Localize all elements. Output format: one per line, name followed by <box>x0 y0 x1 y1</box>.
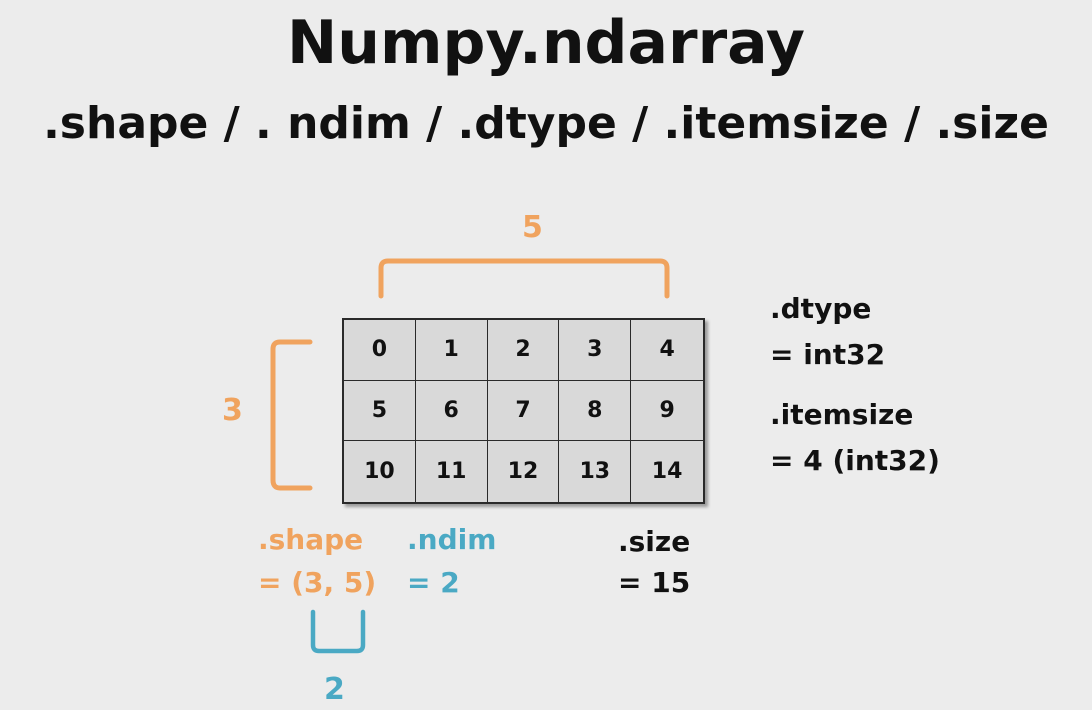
rows-count-label: 3 <box>222 393 243 428</box>
array-cell: 7 <box>487 380 560 442</box>
dtype-value: = int32 <box>770 338 886 371</box>
array-cell: 3 <box>559 320 632 381</box>
array-cell: 4 <box>631 320 703 381</box>
array-cell: 0 <box>344 320 416 381</box>
array-cell: 9 <box>631 381 703 442</box>
dtype-name: .dtype <box>770 292 872 325</box>
shape-name: .shape <box>258 523 364 556</box>
itemsize-name: .itemsize <box>770 398 914 431</box>
shape-value: = (3, 5) <box>258 566 377 599</box>
size-name: .size <box>618 525 691 558</box>
array-cell: 1 <box>415 320 488 381</box>
size-value: = 15 <box>618 566 691 599</box>
array-cell: 2 <box>487 320 560 381</box>
array-cell: 11 <box>416 441 488 502</box>
ndim-bracket <box>310 609 366 654</box>
ndim-count-label: 2 <box>324 672 345 707</box>
ndim-value: = 2 <box>407 566 460 599</box>
array-cell: 13 <box>559 441 632 502</box>
page-subtitle: .shape / . ndim / .dtype / .itemsize / .… <box>43 98 1049 149</box>
columns-bracket <box>378 258 670 299</box>
rows-bracket <box>270 339 313 491</box>
array-cell: 10 <box>344 441 416 502</box>
array-cell: 6 <box>415 380 488 442</box>
columns-count-label: 5 <box>522 210 543 245</box>
array-cell: 12 <box>488 441 560 502</box>
ndim-name: .ndim <box>407 523 497 556</box>
page-title: Numpy.ndarray <box>287 8 805 78</box>
array-cell: 8 <box>559 380 632 442</box>
array-cell: 14 <box>651 459 683 485</box>
array-cell: 5 <box>344 380 416 442</box>
itemsize-value: = 4 (int32) <box>770 444 940 477</box>
